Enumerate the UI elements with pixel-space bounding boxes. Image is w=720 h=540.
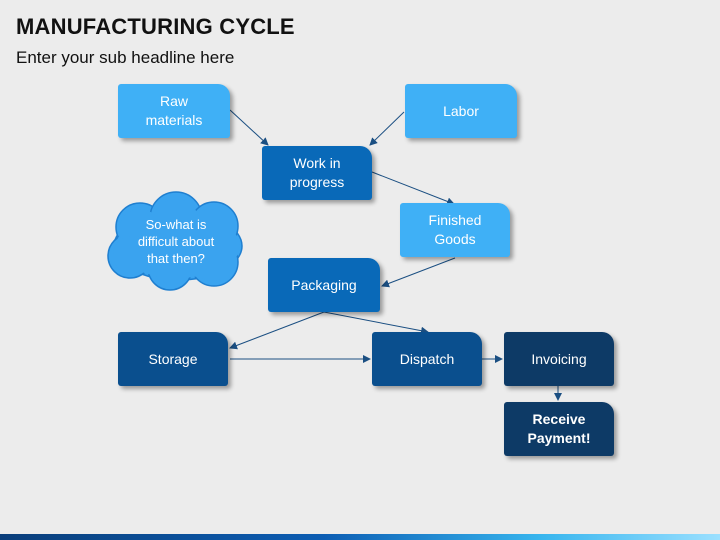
node-wip-label: Work in progress: [289, 155, 345, 190]
cloud-line-2: difficult about: [137, 234, 215, 249]
node-finished-goods: Finished Goods: [400, 203, 510, 257]
node-packaging: Packaging: [268, 258, 380, 312]
cloud-text: So-what is difficult about that then?: [120, 216, 232, 267]
node-raw-materials: Raw materials: [118, 84, 230, 138]
node-raw-materials-label: Raw materials: [145, 93, 203, 128]
arrow-wip-to-finished: [371, 171, 455, 206]
node-labor-label: Labor: [443, 102, 479, 119]
cloud-line-3: that then?: [147, 251, 205, 266]
node-packaging-label: Packaging: [291, 276, 357, 293]
arrow-packaging-to-dispatch: [323, 311, 429, 335]
node-invoicing: Invoicing: [504, 332, 614, 386]
page-subtitle: Enter your sub headline here: [16, 48, 235, 67]
node-work-in-progress: Work in progress: [262, 146, 372, 200]
footer-accent-bar: [0, 534, 720, 540]
node-invoicing-label: Invoicing: [531, 350, 587, 367]
cloud-line-1: So-what is: [145, 217, 207, 232]
node-receive-payment: Receive Payment!: [504, 402, 614, 456]
node-storage: Storage: [118, 332, 228, 386]
node-finished-goods-label: Finished Goods: [428, 212, 482, 247]
arrow-packaging-to-storage: [229, 311, 325, 350]
arrow-labor-to-wip: [369, 111, 405, 146]
node-dispatch-label: Dispatch: [399, 350, 455, 367]
node-receive-payment-label: Receive Payment!: [527, 411, 591, 446]
arrow-finished-to-packaging: [381, 257, 456, 288]
node-labor: Labor: [405, 84, 517, 138]
node-dispatch: Dispatch: [372, 332, 482, 386]
arrow-raw-to-wip: [229, 109, 269, 146]
node-storage-label: Storage: [148, 350, 198, 367]
page-title: MANUFACTURING CYCLE: [16, 14, 295, 39]
